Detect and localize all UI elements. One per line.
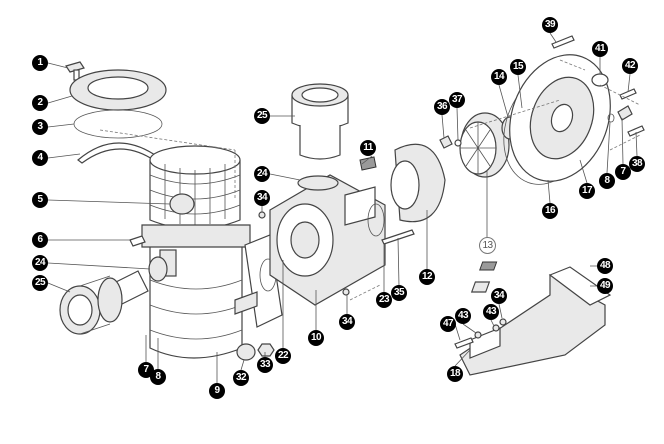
callout-42: 42 — [622, 58, 638, 74]
pump-housing — [141, 224, 283, 359]
callout-8: 8 — [150, 369, 166, 385]
nut-34a — [258, 211, 266, 219]
callout-11: 11 — [360, 140, 376, 156]
drain-plug-7 — [617, 105, 633, 121]
callout-9: 9 — [209, 383, 225, 399]
nut-43a — [474, 331, 482, 339]
callout-47: 47 — [440, 316, 456, 332]
callout-41: 41 — [592, 41, 608, 57]
washer-37 — [454, 139, 462, 147]
callout-24: 24 — [254, 166, 270, 182]
callout-5: 5 — [32, 192, 48, 208]
callout-4: 4 — [32, 150, 48, 166]
callout-23: 23 — [376, 292, 392, 308]
callout-36: 36 — [434, 99, 450, 115]
bolt-38 — [627, 125, 645, 137]
nut-43b — [492, 324, 500, 332]
callout-22: 22 — [275, 348, 291, 364]
diffuser — [390, 143, 446, 223]
union-o-ring-top — [297, 175, 339, 191]
pad-48 — [479, 261, 498, 271]
callout-1: 1 — [32, 55, 48, 71]
diffuser-o-ring — [367, 203, 385, 237]
impeller-screw — [439, 135, 453, 149]
callout-24: 24 — [32, 255, 48, 271]
strainer-lid — [69, 69, 167, 111]
lid-o-ring — [73, 109, 163, 139]
nut-34-base — [499, 318, 507, 326]
callout-16: 16 — [542, 203, 558, 219]
callout-14: 14 — [491, 69, 507, 85]
callout-17: 17 — [579, 183, 595, 199]
plug — [129, 235, 146, 247]
nut-34b — [342, 288, 350, 296]
union-o-ring-left — [148, 256, 168, 282]
bolt-23 — [381, 229, 415, 245]
bolt-39 — [551, 35, 575, 49]
o-ring-8 — [607, 113, 615, 123]
callout-3: 3 — [32, 119, 48, 135]
callout-34: 34 — [491, 288, 507, 304]
callout-13: 13 — [479, 237, 496, 254]
callout-49: 49 — [597, 278, 613, 294]
callout-43: 43 — [455, 308, 471, 324]
callout-37: 37 — [449, 92, 465, 108]
callout-48: 48 — [597, 258, 613, 274]
callout-10: 10 — [308, 330, 324, 346]
union-nut-top — [291, 83, 349, 160]
callout-6: 6 — [32, 232, 48, 248]
leader-lines — [47, 32, 641, 384]
callout-38: 38 — [629, 156, 645, 172]
callout-39: 39 — [542, 17, 558, 33]
union-nut-left — [59, 275, 123, 335]
callout-2: 2 — [32, 95, 48, 111]
volute-casing — [269, 174, 386, 306]
callout-25: 25 — [254, 108, 270, 124]
callout-25: 25 — [32, 275, 48, 291]
seal-plate — [509, 54, 611, 182]
callout-33: 33 — [257, 357, 273, 373]
callout-32: 32 — [233, 370, 249, 386]
callout-15: 15 — [510, 59, 526, 75]
callout-34: 34 — [254, 190, 270, 206]
callout-12: 12 — [419, 269, 435, 285]
lid-knob — [65, 61, 85, 81]
pad-49 — [470, 281, 491, 293]
callout-8: 8 — [599, 173, 615, 189]
callout-35: 35 — [391, 285, 407, 301]
callout-18: 18 — [447, 366, 463, 382]
washer-41 — [591, 73, 609, 87]
impeller — [459, 112, 510, 178]
pump-base — [459, 266, 612, 376]
callout-34: 34 — [339, 314, 355, 330]
bolt-42 — [619, 88, 637, 100]
callout-43: 43 — [483, 304, 499, 320]
callout-7: 7 — [615, 164, 631, 180]
drain-plug-32 — [236, 343, 256, 361]
strainer-basket — [149, 145, 241, 230]
nut-33 — [257, 343, 275, 357]
screw-47 — [454, 337, 474, 349]
